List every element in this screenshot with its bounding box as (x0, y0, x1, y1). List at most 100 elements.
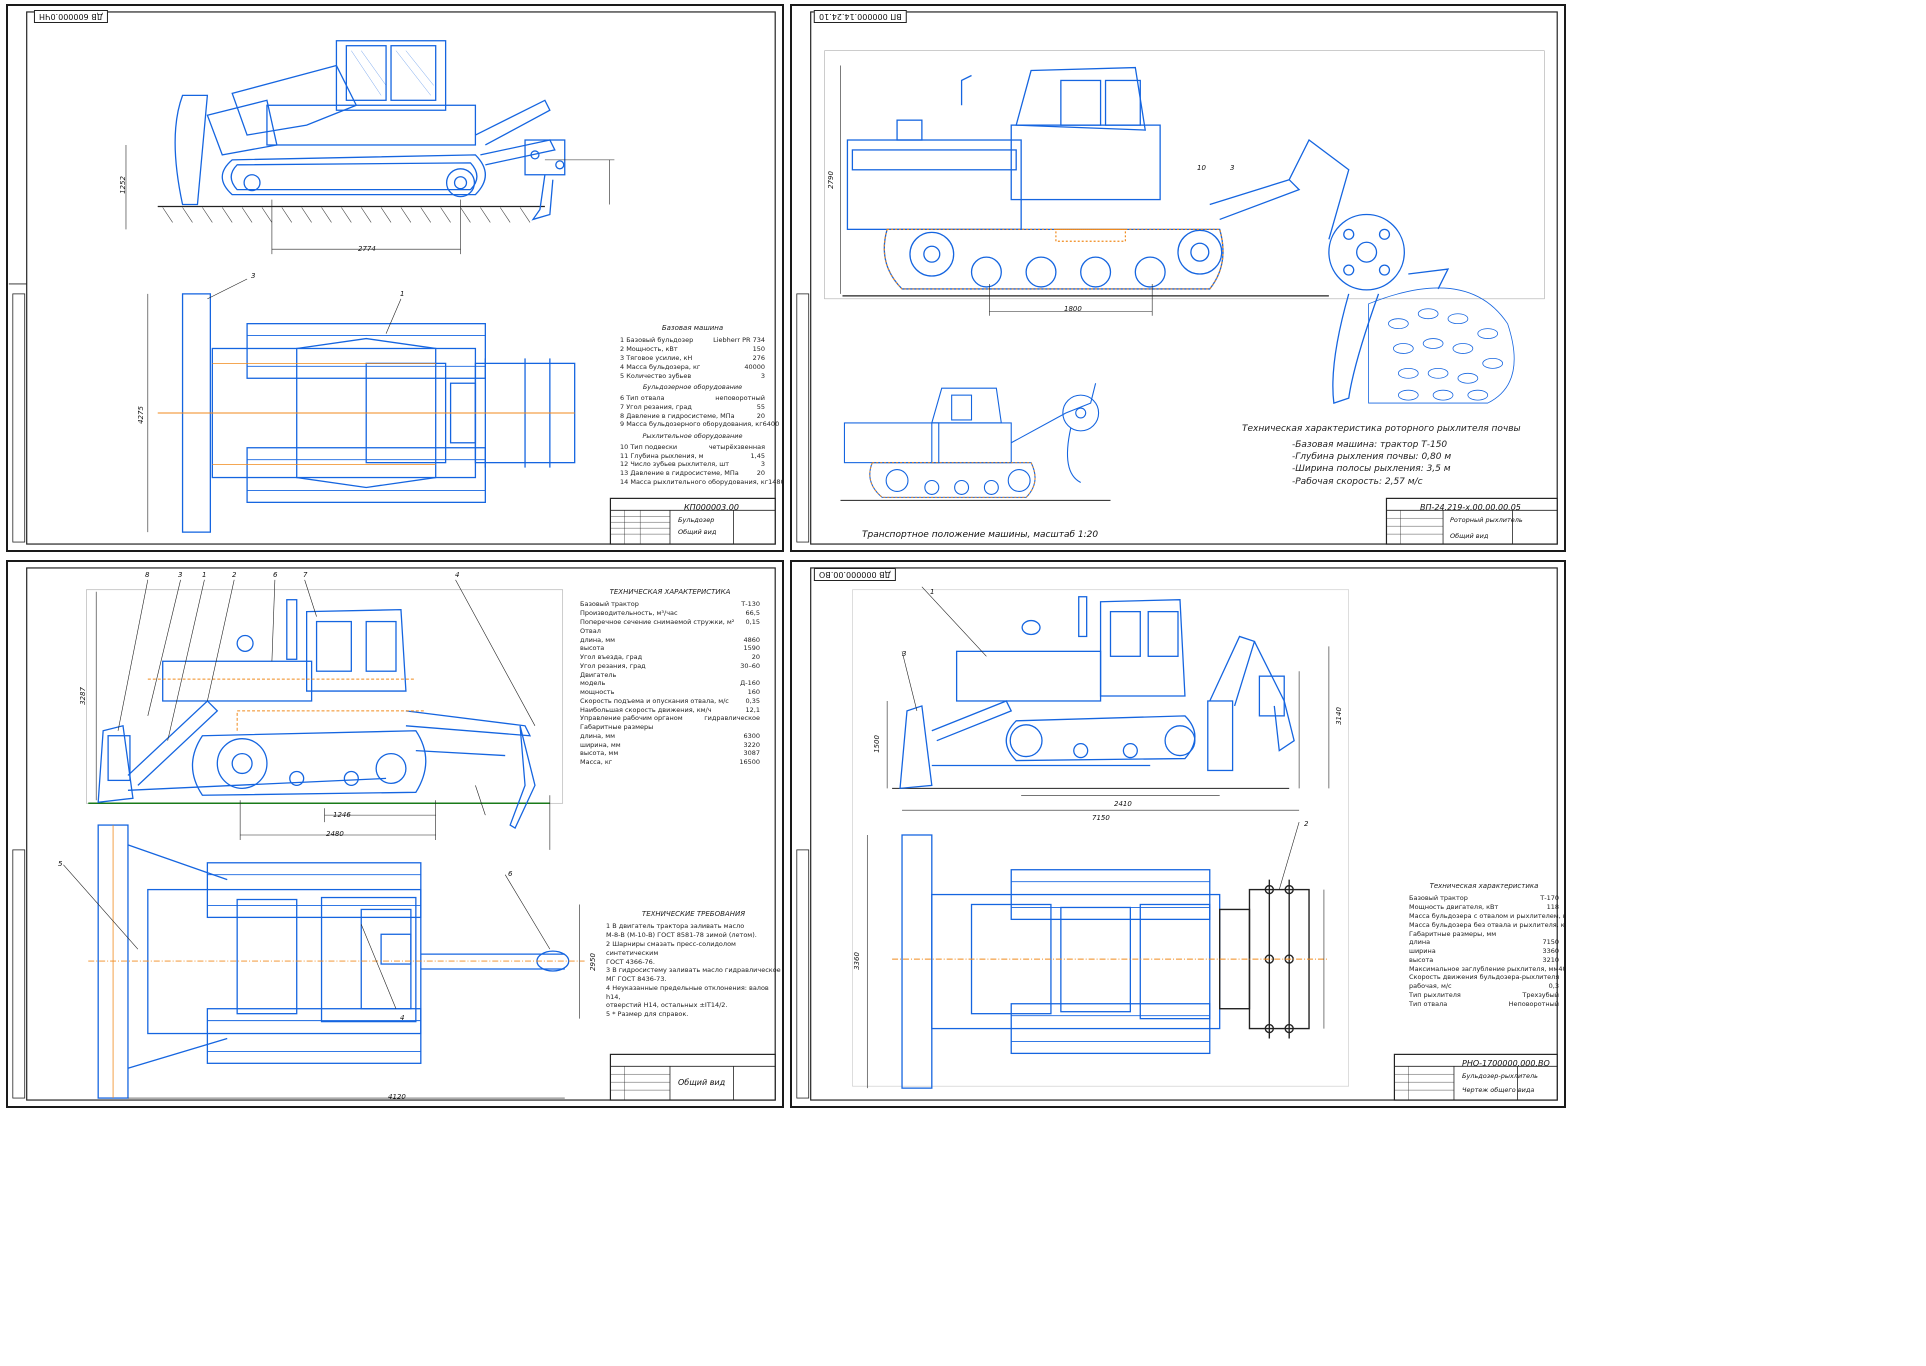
soil-pile (1368, 287, 1515, 404)
sheet-3-dim-3: 1246 (333, 811, 351, 819)
spec-subtitle: Бульдозерное оборудование (642, 383, 743, 392)
sheet-2-drawing (796, 11, 1558, 545)
sheet-1-drawing (8, 11, 776, 545)
sheet-1-spec-title: Базовая машина (661, 324, 724, 332)
sheet-4-title-block: РНО-1700000.000.ВО Бульдозер-рыхлитель Ч… (1398, 1058, 1562, 1104)
sheet-4-dim-1: 1500 (872, 735, 881, 753)
spec-row: Скорость подъема и опускания отвала, м/с… (580, 696, 760, 705)
req-line: 2 Шарниры смазать пресс-солидолом синтет… (606, 939, 736, 957)
spec-row: Максимальное заглубление рыхлителя, мм40… (1409, 964, 1564, 973)
req-line: МГ ГОСТ 8436-73. (606, 975, 667, 984)
spec-row: Габаритные размеры, мм (1409, 929, 1497, 938)
side-view-bulldozer-t170 (899, 596, 1295, 790)
sheet-4-dim-4: 7150 (1092, 814, 1110, 822)
sheet-1-drawing-name: Бульдозер (678, 516, 715, 524)
sheet-3-dim-1: 3287 (78, 687, 87, 705)
sheet-3-drawing (12, 567, 776, 1101)
sheet-1-dim-2: 1252 (118, 176, 127, 194)
sheet-3-req-title: ТЕХНИЧЕСКИЕ ТРЕБОВАНИЯ (641, 910, 746, 918)
sheet-3-spec-table: ТЕХНИЧЕСКАЯ ХАРАКТЕРИСТИКА Базовый тракт… (580, 588, 760, 767)
sheet-3-title-block: Общий вид (614, 1058, 780, 1104)
spec-item: -Рабочая скорость: 2,57 м/с (1292, 476, 1423, 487)
sheet-2-drawing-name: Роторный рыхлитель (1450, 516, 1523, 524)
req-line: 4 Неуказанные предельные отклонения: вал… (606, 983, 769, 1001)
sheet-4-drawing-name: Бульдозер-рыхлитель (1462, 1072, 1538, 1080)
spec-row: Скорость движения бульдозера-рыхлителя (1409, 973, 1560, 982)
spec-row: Масса бульдозера без отвала и рыхлителя,… (1409, 920, 1566, 929)
sheet-2-rotary-ripper: ВП 000000.14.24.10 2790 1800 10 3 Технич… (790, 4, 1566, 552)
sheet-4-stamp: ДВ 000000.00.ВО (814, 568, 896, 581)
sheet-3-dim-4: 4120 (388, 1093, 406, 1101)
sheet-2-callout-3: 3 (1230, 164, 1235, 172)
req-line: ГОСТ 4366-76. (606, 957, 655, 966)
sheet-3-bulldozer-t130: 3287 2480 1246 4120 2950 8 3 1 2 6 7 4 5… (6, 560, 784, 1108)
sheet-2-spec-title: Техническая характеристика роторного рых… (1242, 424, 1521, 434)
sheet-3-dim-5: 2950 (588, 953, 597, 971)
sheet-4-drawing (796, 567, 1558, 1101)
sheet-1-callout-1: 1 (400, 290, 405, 298)
sheet-4-spec-title: Техническая характеристика (1429, 882, 1539, 890)
sheet-2-callout-10: 10 (1197, 164, 1206, 172)
top-view-bulldozer-t170 (901, 834, 1221, 1089)
top-view-bulldozer-t130 (97, 824, 570, 1099)
sheet-4-dim-3: 2410 (1114, 800, 1132, 808)
sheet-1-drawing-label: Общий вид (678, 528, 717, 536)
sheet-3-callout-4: 4 (455, 571, 460, 579)
req-line: отверстий H14, остальных ±IT14/2. (606, 1001, 728, 1010)
sheet-1-stamp: ДВ 600000.0ЧН (34, 10, 108, 23)
sheet-1-callout-3: 3 (251, 272, 256, 280)
req-line: 1 В двигатель трактора заливать масло (606, 922, 745, 931)
transport-position-tractor (843, 383, 1100, 498)
sheet-2-spec: Техническая характеристика роторного рых… (1242, 423, 1542, 488)
sheet-2-dim-2: 1800 (1064, 305, 1082, 313)
spec-item: -Ширина полосы рыхления: 3,5 м (1292, 464, 1451, 475)
sheet-4-callout-3: 3 (902, 650, 907, 658)
spec-row: Поперечное сечение снимаемой стружки, м²… (580, 617, 760, 626)
sheet-4-spec-table: Техническая характеристика Базовый тракт… (1409, 882, 1566, 1008)
sheet-3-dim-2: 2480 (326, 830, 344, 838)
sheet-3-callout-2: 2 (232, 571, 237, 579)
sheet-2-drawing-label: Общий вид (1450, 532, 1489, 540)
sheet-2-drawing-code: ВП-24.219-х.00.00.00.05 (1420, 503, 1521, 512)
side-view-bulldozer-t130 (97, 599, 536, 829)
sheet-3-callout-7: 7 (303, 571, 308, 579)
sheet-1-bulldozer-liebherr: ДВ 600000.0ЧН 2774 1252 4275 3 1 Базовая… (6, 4, 784, 552)
spec-row: Габаритные размеры (580, 723, 654, 732)
spec-row: Двигатель (580, 670, 617, 679)
sheet-1-dim-3: 4275 (136, 406, 145, 424)
sheet-3-callout-8: 8 (145, 571, 150, 579)
sheet-4-dim-2: 3140 (1334, 707, 1343, 725)
sheet-2-transport-caption: Транспортное положение машины, масштаб 1… (862, 530, 1099, 540)
sheet-3-callout-5: 5 (58, 860, 63, 868)
sheet-4-drawing-code: РНО-1700000.000.ВО (1462, 1059, 1550, 1068)
sheet-2-stamp: ВП 000000.14.24.10 (814, 10, 907, 23)
sheet-3-spec-title: ТЕХНИЧЕСКАЯ ХАРАКТЕРИСТИКА (609, 588, 731, 596)
sheet-4-callout-1: 1 (930, 588, 935, 596)
